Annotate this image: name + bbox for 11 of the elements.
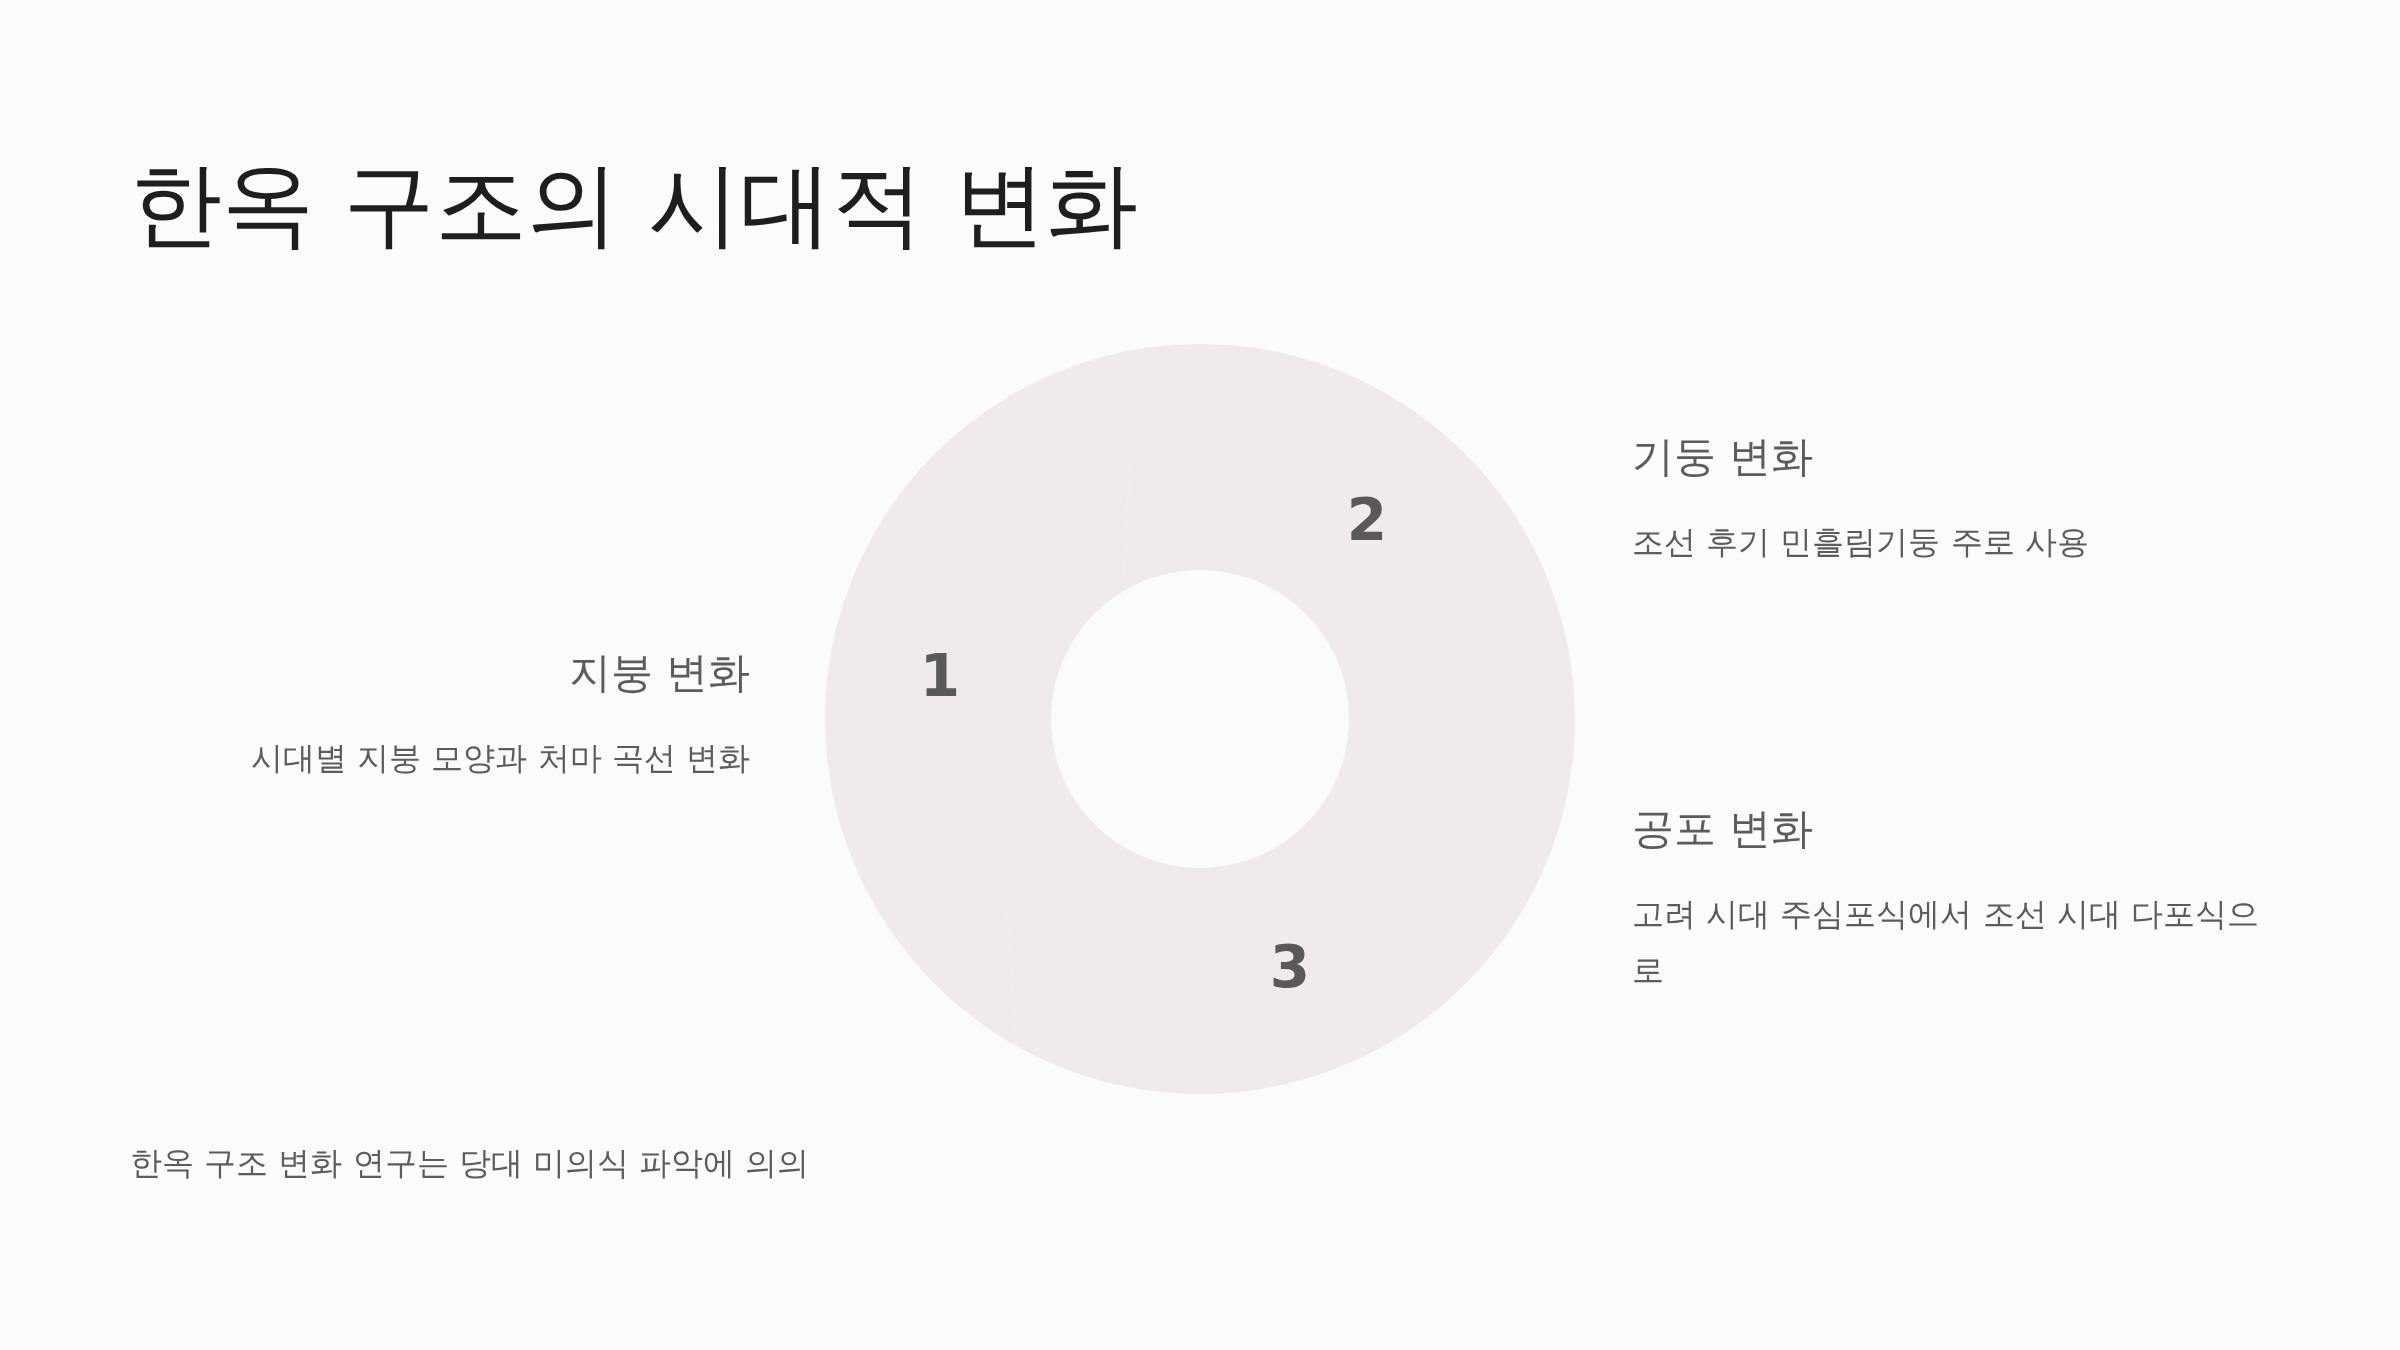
step-heading: 기둥 변화 bbox=[1632, 432, 1815, 483]
step-number: 1 bbox=[919, 647, 961, 705]
step-heading: 지붕 변화 bbox=[567, 648, 750, 699]
step-description: 시대별 지붕 모양과 처마 곡선 변화 bbox=[250, 738, 750, 779]
footnote: 한옥 구조 변화 연구는 당대 미의식 파악에 의의 bbox=[130, 1143, 810, 1184]
step-heading: 공포 변화 bbox=[1632, 804, 1815, 855]
step-number: 3 bbox=[1269, 938, 1311, 996]
step-description: 고려 시대 주심포식에서 조선 시대 다포식으로 bbox=[1632, 894, 2260, 991]
slide-title: 한옥 구조의 시대적 변화 bbox=[130, 150, 1138, 260]
step-number: 2 bbox=[1346, 491, 1388, 549]
step-description: 조선 후기 민흘림기둥 주로 사용 bbox=[1632, 522, 2090, 563]
